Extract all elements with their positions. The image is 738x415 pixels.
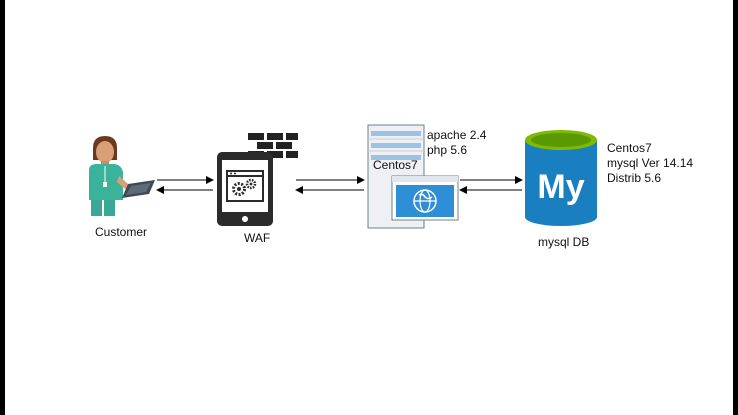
database-annotation-line: mysql Ver 14.14 (607, 156, 694, 170)
connector-waf-server (295, 176, 365, 194)
web-server-annotation-line: php 5.6 (427, 143, 468, 157)
mysql-logo-text: My (537, 168, 584, 206)
diagram-canvas: My Customer WAF Centos7 apache 2.4 php 5… (5, 0, 733, 415)
customer-label: Customer (95, 225, 148, 239)
connector-customer-waf (156, 176, 214, 194)
browser-globe-icon (391, 175, 459, 221)
web-server-label: Centos7 (373, 158, 418, 172)
database-annotation-line: Distrib 5.6 (607, 171, 662, 185)
connector-server-database (459, 176, 523, 194)
waf-label: WAF (244, 231, 271, 245)
web-server-annotation-line: apache 2.4 (427, 128, 487, 142)
tablet-icon (122, 180, 155, 198)
mysql-database-icon: My (525, 130, 597, 226)
database-annotation-line: Centos7 (607, 141, 652, 155)
database-label: mysql DB (538, 235, 590, 249)
customer-person-icon (89, 136, 135, 216)
database-annotation: Centos7 mysql Ver 14.14 Distrib 5.6 (607, 141, 693, 186)
architecture-diagram: My (89, 124, 597, 229)
waf-device-icon (217, 152, 273, 226)
web-server-annotation: apache 2.4 php 5.6 (427, 128, 486, 158)
